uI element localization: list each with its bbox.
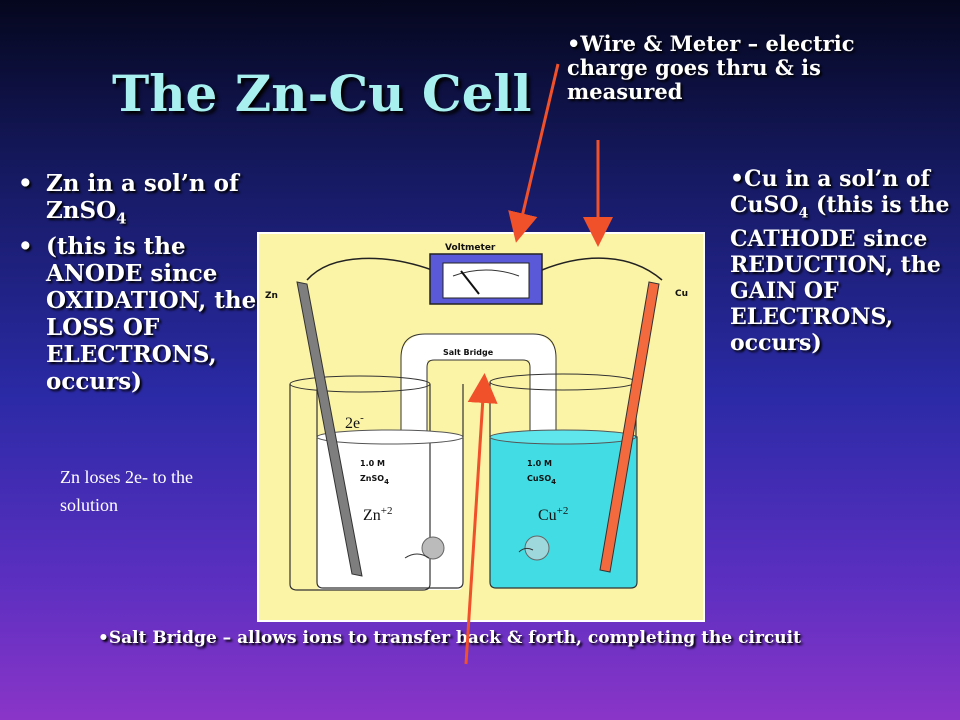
zn-ion-text: Zn	[363, 507, 381, 524]
cu-note-text-2: (this is the CATHODE since REDUCTION, th…	[730, 192, 950, 357]
superscript: +2	[557, 505, 569, 517]
copper-electrode	[599, 281, 660, 573]
bullet-anode-text: (this is the ANODE since OXIDATION, the …	[46, 232, 257, 395]
superscript: +2	[381, 505, 393, 517]
arrow-to-wire	[508, 63, 560, 243]
left-wire	[306, 257, 433, 281]
subscript: 4	[798, 205, 809, 222]
cu-ion-trail	[518, 547, 534, 553]
cu-ion-label: Cu+2	[538, 505, 568, 524]
bullet-dot: •	[18, 232, 33, 260]
cuso-text: CuSO	[527, 474, 551, 483]
cu-ion-text: Cu	[538, 507, 557, 524]
subscript: 4	[116, 209, 127, 228]
cu-electrode-label: Cu	[675, 289, 688, 299]
salt-bridge-note: •Salt Bridge – allows ions to transfer b…	[98, 628, 801, 648]
left-bullet-list: • Zn in a sol’n of ZnSO4 • (this is the …	[18, 170, 264, 395]
bullet-zn-solution: • Zn in a sol’n of ZnSO4	[18, 170, 264, 233]
electron-text: 2e	[345, 415, 360, 432]
salt-bridge-label: Salt Bridge	[443, 348, 494, 357]
left-beaker-outline	[316, 437, 464, 589]
zn-solution-label: ZnSO4	[360, 474, 389, 486]
subscript: 4	[384, 478, 389, 486]
galvanic-cell-diagram: Voltmeter Zn Cu Salt Bridge 1.0 M ZnSO4 …	[257, 232, 705, 622]
zn-ion-label: Zn+2	[363, 505, 393, 524]
voltmeter-label: Voltmeter	[445, 243, 496, 253]
cu-ion	[524, 535, 550, 561]
voltmeter-needle	[460, 270, 480, 295]
salt-bridge-fill	[401, 334, 556, 432]
znso-text: ZnSO	[360, 474, 384, 483]
bullet-anode: • (this is the ANODE since OXIDATION, th…	[18, 233, 264, 395]
cu-cathode-note: •Cu in a sol’n of CuSO4 (this is the CAT…	[730, 166, 955, 356]
subscript: 4	[551, 478, 556, 486]
bullet-dot: •	[18, 170, 33, 197]
cu-concentration: 1.0 M	[527, 459, 552, 468]
superscript: -	[360, 412, 364, 424]
right-wire	[541, 257, 663, 281]
voltmeter-dial	[442, 262, 530, 299]
cu-note-text-1: •Cu in a sol’n of CuSO	[730, 166, 931, 218]
zn-ion-trail	[404, 553, 430, 559]
left-beaker-wall	[289, 384, 431, 591]
wire-meter-note: •Wire & Meter – electric charge goes thr…	[567, 31, 855, 104]
slide-title: The Zn-Cu Cell	[112, 64, 532, 123]
zn-electrode-label: Zn	[265, 291, 278, 301]
bullet-text: Zn in a sol’n of ZnSO4	[46, 170, 264, 233]
zn-concentration: 1.0 M	[360, 459, 385, 468]
salt-bridge-outline	[400, 333, 557, 432]
bullet-zn-text: Zn in a sol’n of ZnSO	[46, 170, 239, 224]
electron-label: 2e-	[345, 412, 364, 432]
arrow-to-salt-bridge	[464, 373, 498, 665]
voltmeter-scale	[452, 269, 520, 277]
zn-ion	[421, 536, 445, 560]
cu-solution-label: CuSO4	[527, 474, 556, 486]
zinc-electrode	[296, 281, 363, 577]
zn-loses-note: Zn loses 2e- to the solution	[60, 467, 193, 515]
